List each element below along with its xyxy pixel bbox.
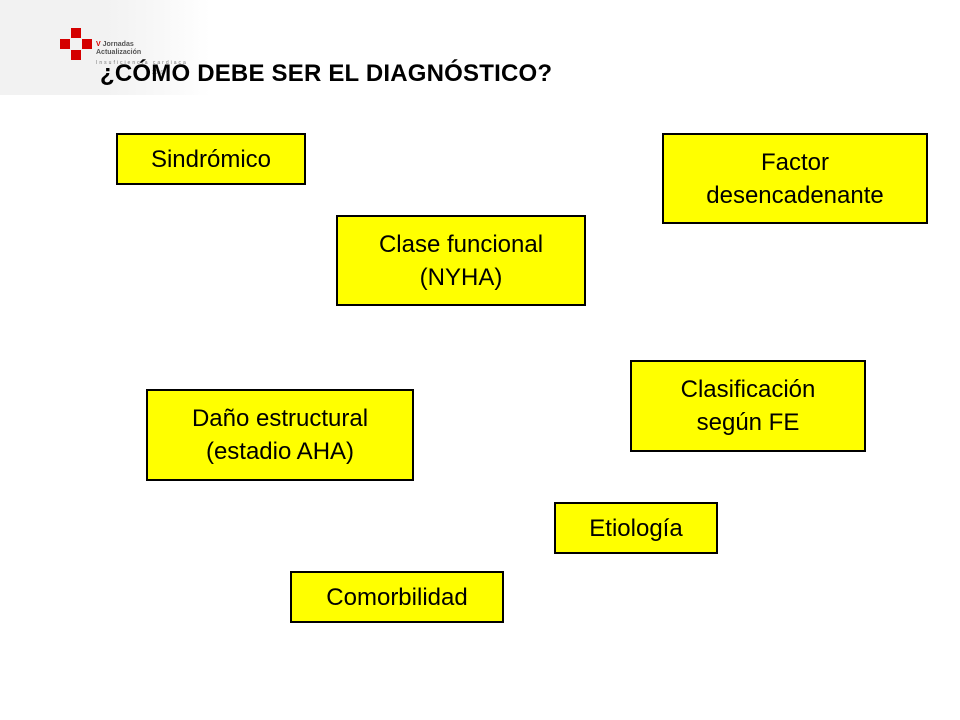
- slide-title: ¿CÓMO DEBE SER EL DIAGNÓSTICO?: [100, 60, 553, 87]
- box-dano-estructural: Daño estructural (estadio AHA): [146, 389, 414, 481]
- box-clasificacion-fe: Clasificación según FE: [630, 360, 866, 452]
- box-clase-funcional: Clase funcional (NYHA): [336, 215, 586, 306]
- logo-text: V Jornadas Actualización: [96, 41, 142, 56]
- box-sindromico: Sindrómico: [116, 133, 306, 185]
- logo-mark-icon: [60, 28, 92, 60]
- conference-logo: V Jornadas Actualización Insuficiencia c…: [0, 0, 210, 95]
- logo-subtitle: Insuficiencia cardiaca: [96, 60, 188, 66]
- box-etiologia: Etiología: [554, 502, 718, 554]
- logo-year: 2016: [152, 70, 164, 76]
- box-factor-desencadenante: Factor desencadenante: [662, 133, 928, 224]
- box-comorbilidad: Comorbilidad: [290, 571, 504, 623]
